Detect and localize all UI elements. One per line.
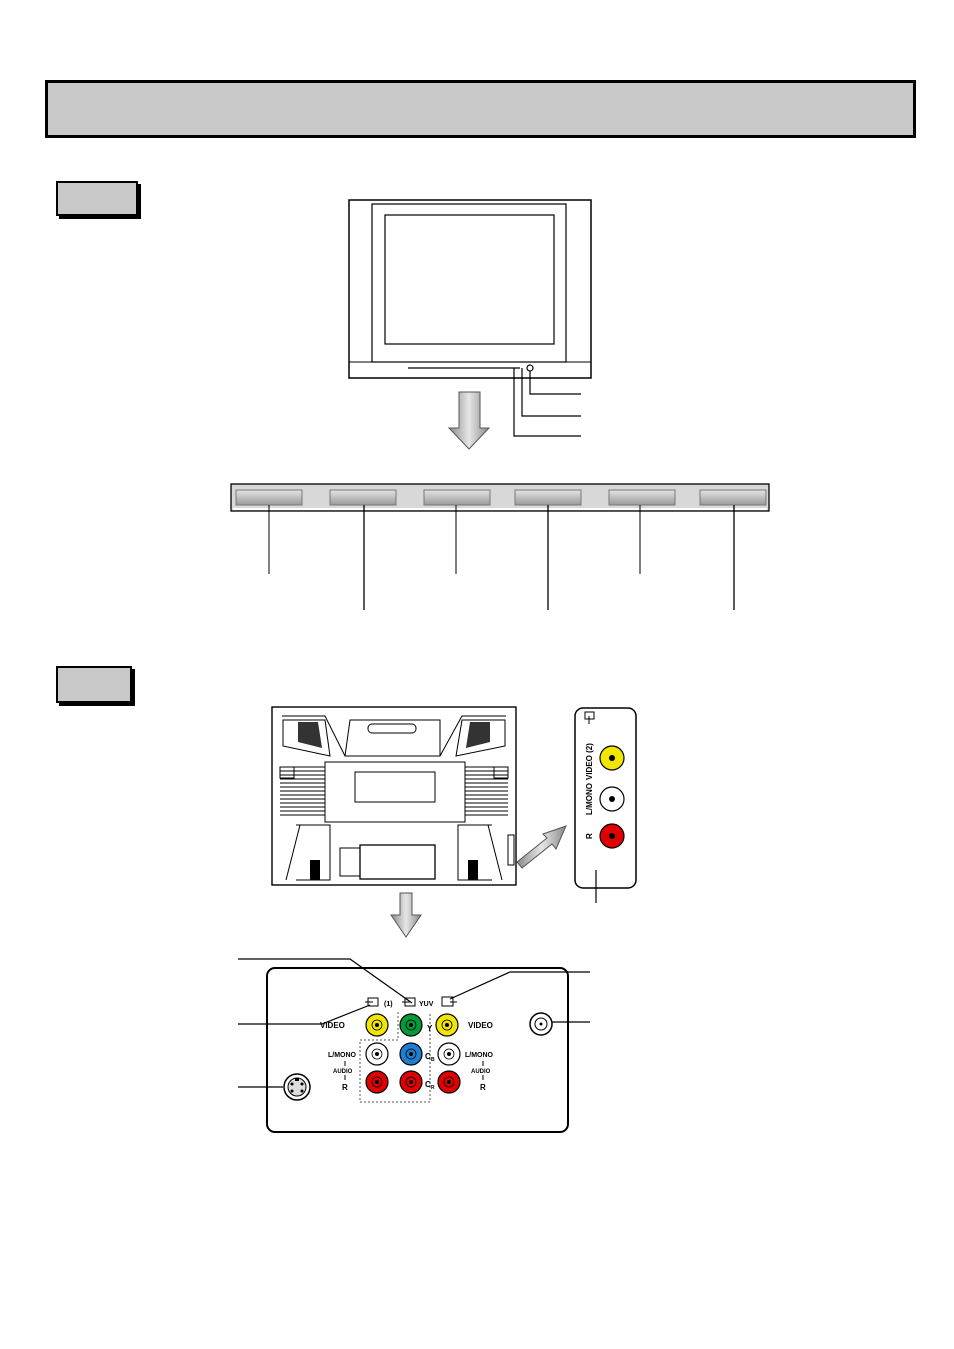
r-left-label: R	[342, 1083, 348, 1092]
audio-right-label: AUDIO	[471, 1069, 491, 1075]
control-button-4[interactable]	[514, 489, 582, 506]
rear-r1-jack[interactable]	[365, 1070, 389, 1094]
rear-lmono1-jack[interactable]	[365, 1042, 389, 1066]
power-indicator	[526, 364, 534, 372]
rear-down-arrow	[390, 892, 422, 938]
control-button-1[interactable]	[235, 489, 303, 506]
cr-sub-label: R	[431, 1085, 435, 1091]
front-view-tab	[56, 181, 138, 216]
input1-label: (1)	[384, 1001, 393, 1008]
lmono-left-label: L/MONO	[328, 1052, 357, 1059]
rear-video1-jack[interactable]	[365, 1013, 389, 1037]
rear-video-out-jack[interactable]	[435, 1013, 459, 1037]
input1-icon	[365, 997, 379, 1007]
rear-cr-jack[interactable]	[399, 1070, 423, 1094]
control-button-5[interactable]	[608, 489, 676, 506]
rear-r-out-jack[interactable]	[437, 1070, 461, 1094]
video-left-label: VIDEO	[320, 1021, 345, 1030]
output-icon	[441, 996, 457, 1007]
tv-rear	[271, 706, 517, 886]
rear-view-tab	[56, 666, 132, 703]
side-video-jack[interactable]	[599, 745, 625, 771]
y-label: Y	[427, 1024, 433, 1033]
side-lmono-label: L/MONO	[585, 783, 594, 815]
cb-sub-label: B	[431, 1057, 435, 1063]
side-r-jack[interactable]	[599, 823, 625, 849]
yuv-label: YUV	[419, 1001, 434, 1008]
cr-label: C	[425, 1080, 431, 1089]
rear-cb-jack[interactable]	[399, 1042, 423, 1066]
yuv-icon	[402, 997, 416, 1007]
input-icon	[584, 711, 595, 724]
control-button-2[interactable]	[329, 489, 397, 506]
rear-lmono-out-jack[interactable]	[437, 1042, 461, 1066]
cb-label: C	[425, 1052, 431, 1061]
side-video2-label: VIDEO (2)	[585, 743, 594, 780]
side-panel-arrow	[516, 825, 567, 869]
tv-front	[348, 199, 592, 437]
section-title-bar	[45, 80, 916, 138]
antenna-jack[interactable]	[529, 1012, 553, 1036]
control-button-3[interactable]	[423, 489, 491, 506]
lmono-right-label: L/MONO	[465, 1052, 494, 1059]
down-arrow	[447, 391, 491, 450]
side-lmono-jack[interactable]	[599, 786, 625, 812]
s-video-jack[interactable]	[283, 1073, 311, 1101]
side-av-panel: VIDEO (2) L/MONO R	[574, 707, 637, 903]
rear-y-jack[interactable]	[399, 1013, 423, 1037]
side-r-label: R	[585, 833, 594, 839]
front-control-strip	[230, 483, 770, 610]
r-right-label: R	[480, 1083, 486, 1092]
video-right-label: VIDEO	[468, 1021, 493, 1030]
control-button-6[interactable]	[699, 489, 767, 506]
audio-left-label: AUDIO	[333, 1069, 353, 1075]
rear-av-panel: (1) YUV VIDEO Y VIDEO L/MON	[238, 958, 590, 1133]
